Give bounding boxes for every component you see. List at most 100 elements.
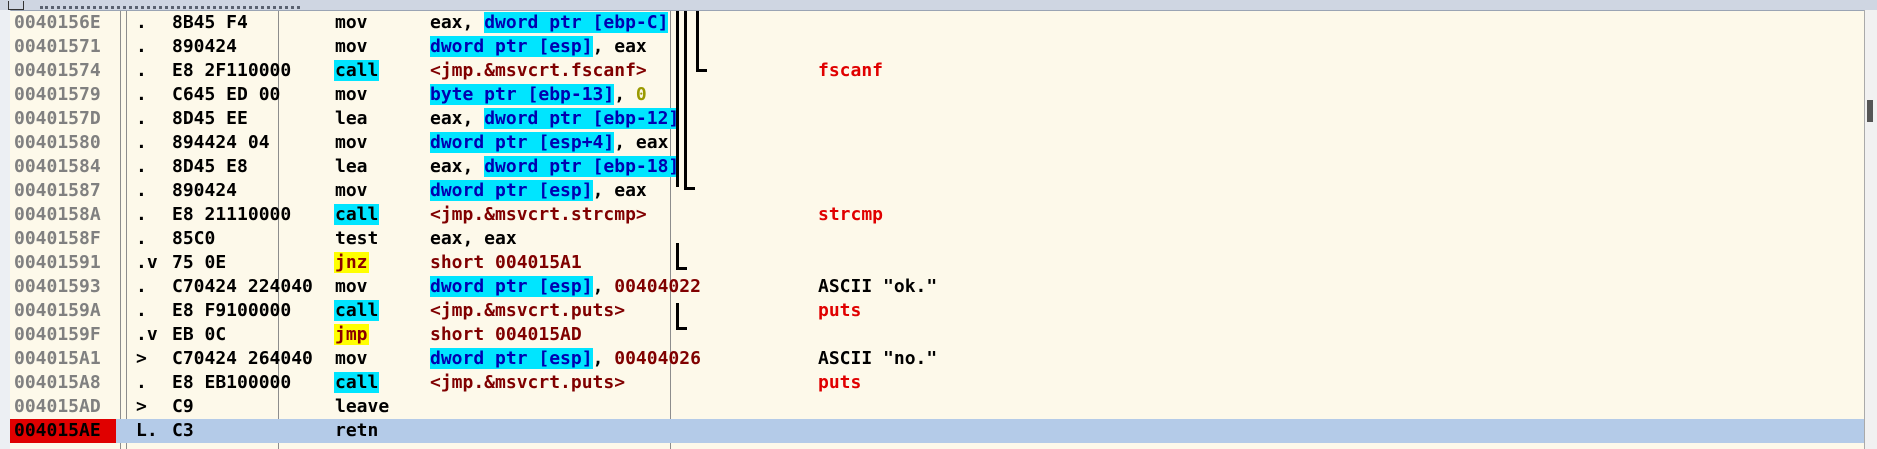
strcmp-arg-hook [684,179,695,190]
mnemonic-cell: retn [330,419,418,443]
operand-token: dword ptr [esp] [430,276,593,297]
fscanf-arg-bracket [696,11,699,69]
jump-marker: L. [136,420,158,441]
jump-marker: . [136,12,147,33]
mnemonic-text: lea [335,156,368,177]
operands-cell: dword ptr [esp+4], eax [430,131,810,155]
operands-cell: dword ptr [esp], 00404022 [430,275,810,299]
col-sep-address [120,11,121,449]
puts-no-hook [676,319,687,330]
operands-cell: byte ptr [ebp-13], 0 [430,83,810,107]
operands-cell: eax, dword ptr [ebp-C] [430,11,810,35]
jump-marker: > [136,396,147,417]
address-cell: 0040156E [14,12,101,33]
operands-cell [430,395,810,419]
mnemonic-text: call [334,300,380,321]
address-cell: 00401591 [14,252,101,273]
scrollbar-thumb[interactable] [1867,100,1873,122]
mnemonic-cell: mov [330,35,418,59]
address-cell: 0040158A [14,204,101,225]
comment-cell [818,251,1418,275]
hex-dump-cell: C70424 264040 [172,348,313,369]
comment-cell [818,35,1418,59]
operand-token: , [592,348,615,369]
mnemonic-cell: mov [330,11,418,35]
operand-token: , eax [614,132,669,153]
mnemonic-text: mov [335,132,368,153]
jump-marker: . [136,228,147,249]
operands-cell: eax, eax [430,227,810,251]
vertical-scrollbar[interactable] [1864,10,1877,449]
operands-cell: <jmp.&msvcrt.puts> [430,299,810,323]
address-cell: 00401574 [14,60,101,81]
operand-token: , eax [592,180,647,201]
mnemonic-text: jmp [334,324,369,345]
puts-no-bracket [676,303,679,327]
operand-token: eax, [430,156,485,177]
mnemonic-cell: jnz [330,251,418,275]
mnemonic-text: mov [335,12,368,33]
comment-cell [818,11,1418,35]
mnemonic-text: lea [335,108,368,129]
mnemonic-text: retn [335,420,379,441]
operand-token: eax, [430,108,485,129]
operand-token: , eax [592,36,647,57]
mnemonic-cell: call [330,299,418,323]
fscanf-arg-hook [696,61,707,72]
operands-cell: short 004015AD [430,323,810,347]
hex-dump-cell: C70424 224040 [172,276,313,297]
comment-cell [818,323,1418,347]
jump-marker: > [136,348,147,369]
puts-ok-bracket [676,243,679,267]
mnemonic-cell: call [330,59,418,83]
mnemonic-text: mov [335,36,368,57]
comment-cell: ASCII "no." [818,348,938,369]
operand-token: , [614,84,636,105]
mnemonic-cell: mov [330,131,418,155]
address-cell: 004015A8 [14,372,101,393]
operand-token: dword ptr [ebp-C] [484,12,669,33]
operand-token: short 004015AD [430,324,582,345]
comment-cell: puts [818,372,862,393]
mnemonic-cell: call [330,203,418,227]
operand-token: dword ptr [esp+4] [430,132,615,153]
comment-cell: puts [818,300,862,321]
operand-token: byte ptr [ebp-13] [430,84,615,105]
puts-ok-hook [676,259,687,270]
operand-token: <jmp.&msvcrt.strcmp> [430,204,647,225]
hex-dump-cell: E8 F9100000 [172,300,292,321]
window-icon [8,1,24,10]
operand-token: dword ptr [esp] [430,348,593,369]
jump-marker: . [136,204,147,225]
comment-cell [818,227,1418,251]
address-cell: 00401571 [14,36,101,57]
hex-dump-cell: C645 ED 00 [172,84,281,105]
col-sep-address-2 [126,11,127,449]
operand-token: <jmp.&msvcrt.fscanf> [430,60,647,81]
operands-cell [430,419,810,443]
address-cell: 004015AE [10,419,116,443]
operand-token: dword ptr [esp] [430,36,593,57]
operand-token: <jmp.&msvcrt.puts> [430,372,626,393]
mnemonic-text: call [334,204,380,225]
mnemonic-text: call [334,60,380,81]
